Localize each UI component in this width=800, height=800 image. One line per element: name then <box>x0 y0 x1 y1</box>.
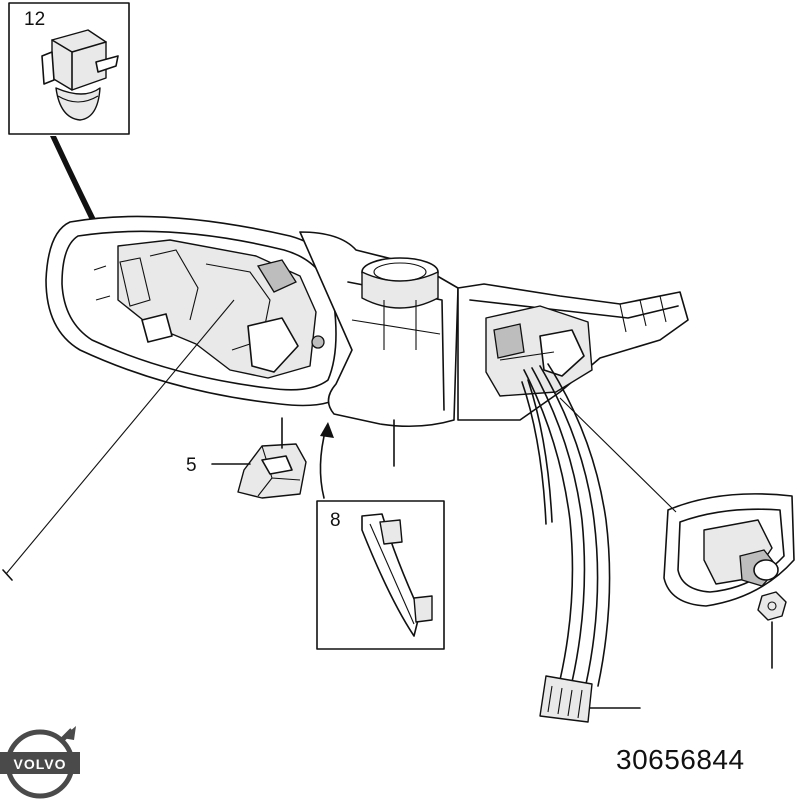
callout-box-12: 12 <box>8 2 130 135</box>
callout-label-12: 12 <box>24 9 45 30</box>
callout-label-5: 5 <box>186 455 197 476</box>
wiring-harness <box>521 363 611 723</box>
leader-arrow-8 <box>319 427 327 499</box>
glass-line-end-tick <box>2 569 13 581</box>
volvo-logo: VOLVO <box>0 726 80 799</box>
part-5-bracket <box>237 443 307 499</box>
callout-label-8: 8 <box>330 510 341 531</box>
relay-part-icon <box>41 29 119 121</box>
side-lamp <box>663 493 795 607</box>
mirror-housing <box>45 215 356 407</box>
callout-box-8: 8 <box>316 500 445 650</box>
part-number: 30656844 <box>616 744 745 775</box>
leader-line-glass <box>5 299 235 575</box>
arrow-head-8 <box>320 422 334 438</box>
mounting-plate <box>457 283 689 421</box>
seal-strip-icon <box>361 513 433 637</box>
nut-part <box>757 591 787 621</box>
mirror-base-arm <box>299 231 459 428</box>
leader-line-lamp <box>559 397 677 513</box>
volvo-logo-text: VOLVO <box>14 756 67 772</box>
